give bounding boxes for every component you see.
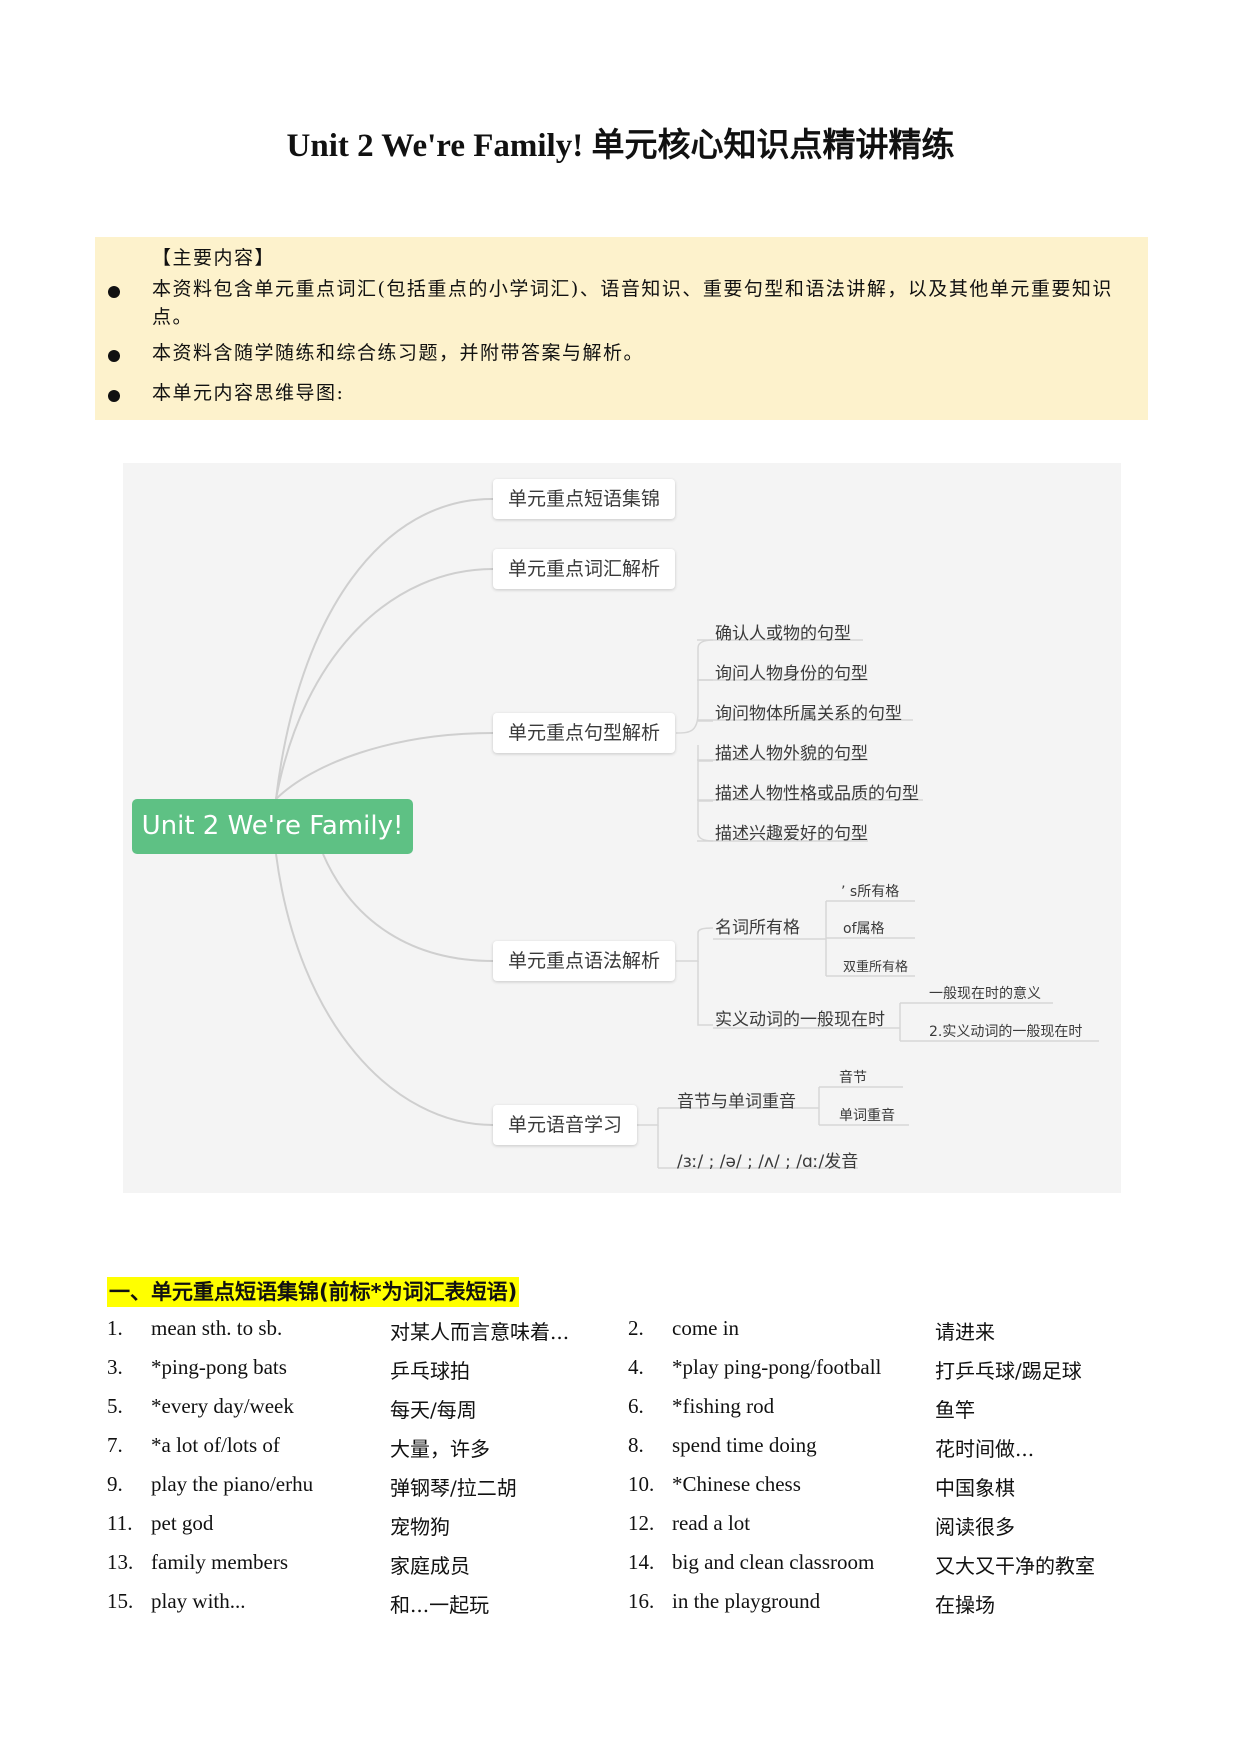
sentence-type: 描述人物外貌的句型 bbox=[715, 744, 868, 764]
branch-grammar: 单元重点语法解析 bbox=[493, 941, 676, 981]
phrase-english: play with... bbox=[151, 1589, 246, 1613]
phrase-row: 5. *every day/week 每天/每周 6. *fishing rod 鱼竿 bbox=[107, 1394, 1147, 1433]
mind-map: Unit 2 We're Family! 单元重点短语集锦 单元重点词汇解析 单… bbox=[123, 463, 1121, 1193]
phrase-chinese: 花时间做... bbox=[935, 1437, 1035, 1461]
intro-bullet-2: 本资料含随学随练和综合练习题，并附带答案与解析。 bbox=[152, 342, 645, 364]
phrase-english: come in bbox=[672, 1316, 740, 1340]
sentence-type: 描述兴趣爱好的句型 bbox=[715, 824, 868, 844]
phrase-english: *ping-pong bats bbox=[151, 1355, 287, 1379]
phrase-english: mean sth. to sb. bbox=[151, 1316, 283, 1340]
phrase-chinese: 阅读很多 bbox=[935, 1515, 1015, 1539]
pronunciation-vowels: /ɜː/ ; /ə/ ; /ʌ/ ; /ɑː/发音 bbox=[677, 1152, 859, 1172]
phrase-chinese: 每天/每周 bbox=[390, 1398, 477, 1422]
branch-pronunciation: 单元语音学习 bbox=[493, 1105, 638, 1145]
phrase-english: pet god bbox=[151, 1511, 214, 1535]
phrase-chinese: 请进来 bbox=[935, 1320, 995, 1344]
phrase-english: *every day/week bbox=[151, 1394, 294, 1418]
phrase-number: 12. bbox=[628, 1511, 655, 1535]
phrase-number: 10. bbox=[628, 1472, 655, 1496]
phrase-english: big and clean classroom bbox=[672, 1550, 875, 1574]
phrase-chinese: 对某人而言意味着... bbox=[390, 1320, 570, 1344]
grammar-possessive: 名词所有格 bbox=[715, 918, 800, 938]
phrase-number: 1. bbox=[107, 1316, 123, 1340]
intro-bullet-1: 本资料包含单元重点词汇(包括重点的小学词汇)、语音知识、重要句型和语法讲解，以及… bbox=[152, 278, 1113, 328]
phrase-number: 9. bbox=[107, 1472, 123, 1496]
bullet-dot bbox=[108, 286, 120, 298]
phrase-chinese: 鱼竿 bbox=[935, 1398, 975, 1422]
phrase-number: 3. bbox=[107, 1355, 123, 1379]
phrase-row: 15. play with... 和...一起玩 16. in the playgrou… bbox=[107, 1589, 1147, 1628]
phrase-english: play the piano/erhu bbox=[151, 1472, 314, 1496]
section-heading: 一、单元重点短语集锦(前标*为词汇表短语) bbox=[107, 1277, 520, 1307]
sentence-type: 询问物体所属关系的句型 bbox=[715, 704, 902, 724]
phrase-english: in the playground bbox=[672, 1589, 821, 1613]
page-title: Unit 2 We're Family! 单元核心知识点精讲精练 bbox=[286, 128, 955, 164]
possessive-item: 双重所有格 bbox=[843, 960, 909, 975]
phrase-number: 5. bbox=[107, 1394, 123, 1418]
phrase-chinese: 中国象棋 bbox=[935, 1476, 1015, 1500]
phrase-english: spend time doing bbox=[672, 1433, 817, 1457]
mind-map-root: Unit 2 We're Family! bbox=[132, 799, 413, 854]
pronunciation-syllable: 音节与单词重音 bbox=[677, 1092, 796, 1112]
phrase-number: 13. bbox=[107, 1550, 134, 1574]
branch-sentences: 单元重点句型解析 bbox=[493, 713, 676, 753]
phrase-english: read a lot bbox=[672, 1511, 751, 1535]
phrase-english: *Chinese chess bbox=[672, 1472, 801, 1496]
possessive-item: of属格 bbox=[843, 921, 885, 937]
phrase-english: *fishing rod bbox=[672, 1394, 775, 1418]
intro-bullet-3: 本单元内容思维导图: bbox=[152, 382, 345, 404]
phrase-chinese: 大量，许多 bbox=[390, 1437, 490, 1461]
phrase-row: 3. *ping-pong bats 乒乓球拍 4. *play ping-pong/f… bbox=[107, 1355, 1147, 1394]
phrase-english: family members bbox=[151, 1550, 289, 1574]
phrase-number: 4. bbox=[628, 1355, 644, 1379]
phrase-row: 13. family members 家庭成员 14. big and clean cl… bbox=[107, 1550, 1147, 1589]
phrase-chinese: 乒乓球拍 bbox=[390, 1359, 470, 1383]
syllable-item: 音节 bbox=[839, 1070, 867, 1086]
phrase-chinese: 打乒乓球/踢足球 bbox=[935, 1359, 1082, 1383]
phrase-row: 7. *a lot of/lots of 大量，许多 8. spend time doi… bbox=[107, 1433, 1147, 1472]
syllable-item: 单词重音 bbox=[839, 1108, 895, 1124]
phrase-number: 2. bbox=[628, 1316, 644, 1340]
phrase-row: 9. play the piano/erhu 弹钢琴/拉二胡 10. *Chinese … bbox=[107, 1472, 1147, 1511]
branch-phrases: 单元重点短语集锦 bbox=[493, 479, 676, 519]
phrase-chinese: 家庭成员 bbox=[390, 1554, 470, 1578]
phrase-chinese: 又大又干净的教室 bbox=[935, 1554, 1095, 1578]
phrase-number: 11. bbox=[107, 1511, 133, 1535]
phrase-chinese: 弹钢琴/拉二胡 bbox=[390, 1476, 517, 1500]
phrase-row: 11. pet god 宠物狗 12. read a lot 阅读很多 bbox=[107, 1511, 1147, 1550]
phrase-number: 15. bbox=[107, 1589, 134, 1613]
intro-box: 【主要内容】 本资料包含单元重点词汇(包括重点的小学词汇)、语音知识、重要句型和… bbox=[95, 237, 1148, 420]
grammar-present-tense: 实义动词的一般现在时 bbox=[715, 1010, 885, 1030]
phrase-chinese: 在操场 bbox=[935, 1593, 995, 1617]
branch-vocabulary: 单元重点词汇解析 bbox=[493, 549, 676, 589]
phrase-number: 7. bbox=[107, 1433, 123, 1457]
intro-heading: 【主要内容】 bbox=[152, 247, 276, 269]
present-tense-item: 一般现在时的意义 bbox=[929, 986, 1041, 1002]
sentence-type: 询问人物身份的句型 bbox=[715, 664, 868, 684]
phrase-row: 1. mean sth. to sb. 对某人而言意味着... 2. come in 请进… bbox=[107, 1316, 1147, 1355]
phrase-number: 6. bbox=[628, 1394, 644, 1418]
phrase-english: *a lot of/lots of bbox=[151, 1433, 280, 1457]
phrase-number: 8. bbox=[628, 1433, 644, 1457]
phrase-number: 14. bbox=[628, 1550, 655, 1574]
phrase-english: *play ping-pong/football bbox=[672, 1355, 882, 1379]
phrase-list: 1. mean sth. to sb. 对某人而言意味着... 2. come in 请进… bbox=[107, 1316, 1147, 1628]
bullet-dot bbox=[108, 350, 120, 362]
bullet-dot bbox=[108, 390, 120, 402]
phrase-chinese: 和...一起玩 bbox=[390, 1593, 490, 1617]
sentence-type: 描述人物性格或品质的句型 bbox=[715, 784, 919, 804]
phrase-number: 16. bbox=[628, 1589, 655, 1613]
phrase-chinese: 宠物狗 bbox=[390, 1515, 450, 1539]
possessive-item: ’ s所有格 bbox=[841, 884, 900, 900]
present-tense-item: 2.实义动词的一般现在时 bbox=[929, 1024, 1083, 1040]
sentence-type: 确认人或物的句型 bbox=[715, 624, 851, 644]
mind-map-connectors bbox=[275, 497, 1099, 1169]
